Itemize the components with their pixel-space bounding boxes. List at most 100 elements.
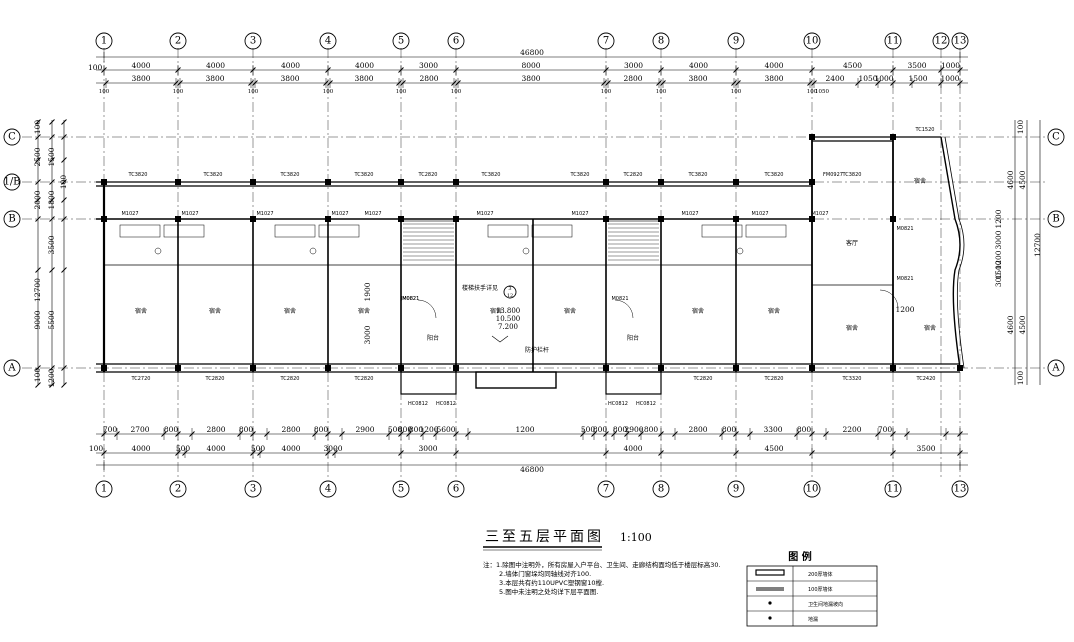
axis-bubble (597, 480, 615, 498)
dim-tick (938, 67, 944, 73)
dim-tick (396, 80, 402, 86)
dim-label-vertical: 100 (1016, 120, 1025, 135)
column (325, 365, 331, 371)
bathtub (701, 224, 743, 238)
axis-bubble-label: 1/B (3, 177, 20, 188)
dim-label-vertical: 12700 (33, 278, 42, 302)
dim-label-vertical: 1900 (363, 282, 372, 301)
door-tag: M0821 (611, 296, 628, 302)
room-label: 客厅 (846, 239, 858, 247)
dim-label: 700 (878, 425, 893, 434)
column (101, 365, 107, 371)
axis-bubble (3, 210, 21, 228)
dim-tick (453, 431, 459, 437)
dim-label-vertical: 2500 (33, 147, 42, 166)
door-swing (417, 299, 437, 319)
dim-label-small: 1050 (815, 89, 829, 95)
note-line: 注：1.除图中注明外，所有房屋入户平台、卫生间、走廊结构面均低于楼层标高30. (483, 560, 721, 569)
dim-tick (257, 450, 263, 456)
room-label: 宿舍 (490, 307, 502, 315)
window-tag: TC2420 (916, 376, 936, 382)
dim-tick (809, 450, 815, 456)
dim-label-vertical: 300 (994, 273, 1003, 288)
dim-tick (957, 431, 963, 437)
direction-arrow (491, 335, 509, 343)
legend-floor-drain-icon (768, 616, 772, 620)
axis-bubble-label: 2 (175, 484, 181, 495)
column (603, 216, 609, 222)
dim-label: 3800 (688, 74, 707, 83)
dim-tick (957, 67, 963, 73)
dim-label: 3800 (280, 74, 299, 83)
dim-label: 3800 (205, 74, 224, 83)
dim-tick (49, 197, 55, 203)
room-label: 阳台 (427, 334, 439, 342)
dim-tick (312, 431, 318, 437)
dim-tick (855, 80, 861, 86)
room-label: 宿舍 (358, 307, 370, 315)
door-tag: M1027 (181, 211, 198, 217)
dim-label-vertical: 3000 (994, 230, 1003, 249)
dim-label-small: 100 (731, 89, 742, 95)
axis-bubble (319, 480, 337, 498)
dim-tick (455, 80, 461, 86)
window-tag: TC3820 (481, 172, 501, 178)
dim-label: 100 (89, 444, 104, 453)
axis-bubble (884, 32, 902, 50)
dim-label: 2800 (688, 425, 707, 434)
legend: 图 例 200厚墙体 100厚墙体 卫生间地漏坡向 地漏 (746, 550, 878, 627)
door-tag: M1027 (811, 211, 828, 217)
door-swing (614, 299, 634, 319)
dim-label: 2200 (842, 425, 861, 434)
dim-tick (61, 216, 67, 222)
axis-bubble (1047, 210, 1065, 228)
dim-label: 800 (239, 425, 254, 434)
dim-label: 2700 (130, 425, 149, 434)
axis-bubble (169, 32, 187, 50)
balcony (400, 371, 457, 395)
dim-label: 1000 (941, 61, 960, 70)
dim-label: 2400 (825, 74, 844, 83)
axis-bubble (392, 32, 410, 50)
bathtub (318, 224, 360, 238)
room-label: 防护栏杆 (525, 346, 549, 354)
dim-label: 1200 (515, 425, 534, 434)
column (658, 179, 664, 185)
window-tag: TC2820 (764, 376, 784, 382)
dim-tick (49, 119, 55, 125)
dim-tick (252, 80, 258, 86)
axis-bubble (95, 32, 113, 50)
axis-bubble (319, 32, 337, 50)
dim-label: 3000 (418, 444, 437, 453)
dim-tick (658, 67, 664, 73)
axis-bubble-label: 10 (806, 484, 819, 495)
dim-tick (101, 450, 107, 456)
door-tag: M1027 (331, 211, 348, 217)
door-tag: M1027 (364, 211, 381, 217)
dim-label: 4000 (206, 61, 225, 70)
dim-tick (733, 450, 739, 456)
detail-sheet-label: 12 (507, 293, 513, 299)
dim-label: 3300 (763, 425, 782, 434)
dim-label-small: 100 (451, 89, 462, 95)
dim-label-vertical: 4500 (1018, 315, 1027, 334)
dim-label: 700 (103, 425, 118, 434)
axis-bubble-label: 8 (658, 36, 664, 47)
column (175, 216, 181, 222)
dim-tick (175, 67, 181, 73)
dim-tick (61, 134, 67, 140)
dim-label-vertical: 1500 (994, 260, 1003, 279)
room-label: 阳台 (627, 334, 639, 342)
stair (400, 220, 457, 266)
column (733, 216, 739, 222)
dim-tick (339, 431, 345, 437)
column (603, 179, 609, 185)
dim-label: 500 (581, 425, 596, 434)
dim-tick (747, 431, 753, 437)
dim-tick (611, 431, 617, 437)
dim-label: 3800 (354, 74, 373, 83)
dim-tick (672, 431, 678, 437)
dim-tick (237, 431, 243, 437)
